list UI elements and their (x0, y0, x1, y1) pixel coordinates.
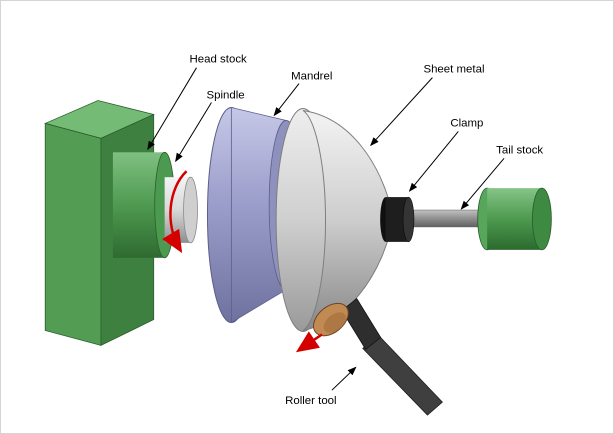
sheet-metal (275, 108, 394, 332)
spindle (164, 176, 198, 244)
spindle-cap (183, 176, 198, 244)
roller-wheel-shading (323, 312, 347, 333)
label-clamp: Clamp (450, 117, 483, 129)
leader-sheet-metal (370, 77, 433, 147)
label-tail-stock: Tail stock (496, 144, 543, 156)
leader-lines (147, 67, 505, 391)
clamp-body (385, 197, 409, 242)
leader-roller-tool (331, 366, 357, 391)
feed-arrow-icon (295, 331, 323, 353)
label-sheet-metal: Sheet metal (423, 64, 484, 76)
clamp (380, 196, 415, 243)
leader-mandrel (273, 83, 300, 117)
tail-stock (477, 187, 552, 251)
roller-tool-handle (362, 333, 443, 416)
roller-tool-head (341, 298, 382, 350)
label-roller-tool: Roller tool (285, 395, 337, 407)
leader-spindle (175, 102, 212, 163)
rotation-arrow-icon (162, 170, 188, 254)
leader-clamp (408, 131, 459, 192)
label-mandrel: Mandrel (291, 71, 332, 83)
leader-head-stock (147, 67, 197, 151)
head-stock-front-face (44, 122, 102, 346)
label-spindle: Spindle (206, 90, 244, 102)
tail-stock-front-cap (532, 187, 552, 251)
roller-tool (313, 298, 443, 416)
leader-tail-stock (460, 157, 505, 210)
label-head-stock: Head stock (190, 54, 247, 66)
clamp-front-cap (402, 196, 415, 243)
